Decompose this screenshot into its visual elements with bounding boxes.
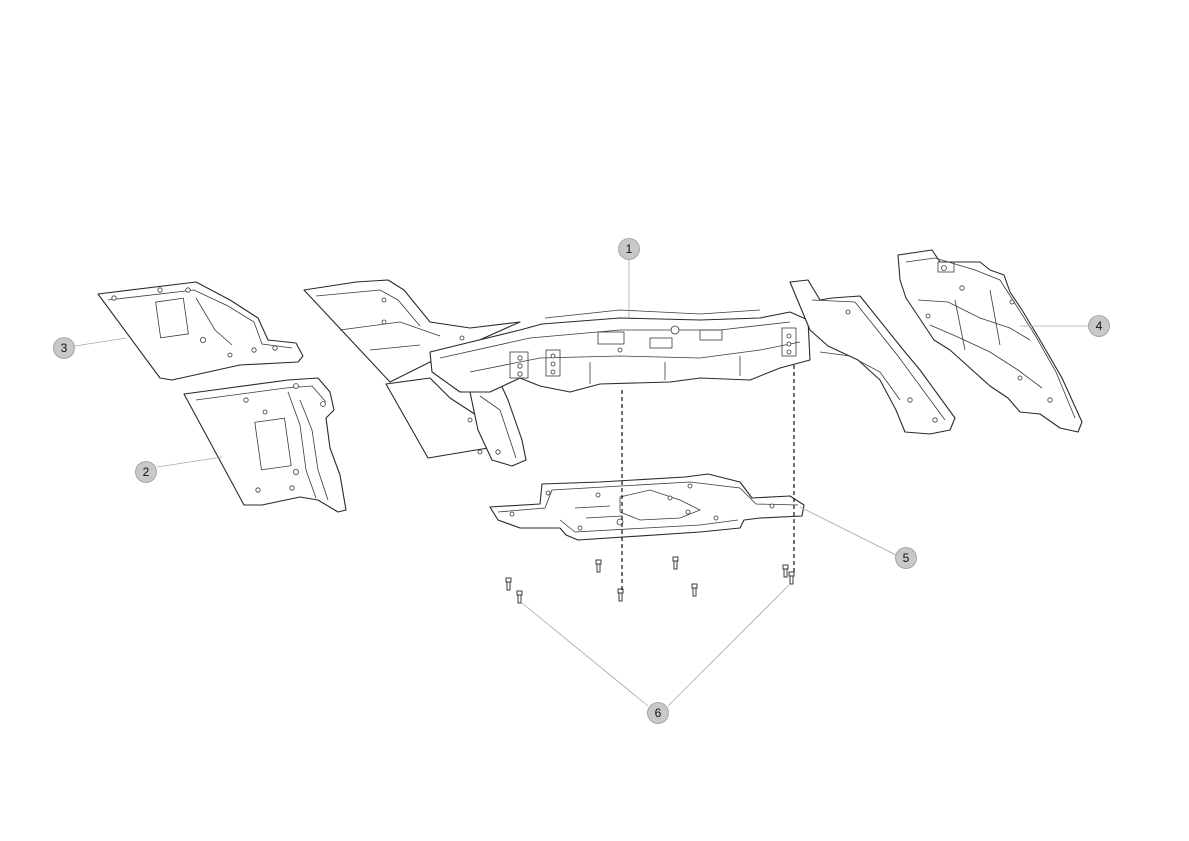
bolt xyxy=(617,588,624,602)
part-1-main-frame xyxy=(303,279,956,467)
leader-line-6b xyxy=(667,584,790,707)
callout-2-label: 2 xyxy=(143,465,150,479)
callout-4-label: 4 xyxy=(1096,319,1103,333)
leader-line-3 xyxy=(74,337,127,347)
leader-line-5 xyxy=(799,506,897,556)
bolt xyxy=(516,590,523,604)
callout-6: 6 xyxy=(647,702,669,724)
leader-line-2 xyxy=(156,456,223,468)
assembly-lines xyxy=(621,365,795,590)
callout-5: 5 xyxy=(895,547,917,569)
bolt xyxy=(788,571,795,585)
callout-3-label: 3 xyxy=(61,341,68,355)
part-2-lower-left-shield xyxy=(183,377,347,513)
bolt xyxy=(672,556,679,570)
bolt xyxy=(595,559,602,573)
part-6-bolts xyxy=(505,556,795,604)
leader-lines xyxy=(74,260,1088,707)
callout-6-label: 6 xyxy=(655,706,662,720)
part-5-under-plate xyxy=(489,473,805,541)
callout-4: 4 xyxy=(1088,315,1110,337)
callout-1-label: 1 xyxy=(626,242,633,256)
callout-3: 3 xyxy=(53,337,75,359)
bolt xyxy=(505,577,512,591)
part-4-right-shield xyxy=(897,249,1083,433)
callout-5-label: 5 xyxy=(903,551,910,565)
bolt xyxy=(691,583,698,597)
part-3-upper-left-shield xyxy=(97,281,304,381)
callout-2: 2 xyxy=(135,461,157,483)
bolt xyxy=(782,564,789,578)
callout-1: 1 xyxy=(618,238,640,260)
leader-line-6a xyxy=(521,602,649,707)
